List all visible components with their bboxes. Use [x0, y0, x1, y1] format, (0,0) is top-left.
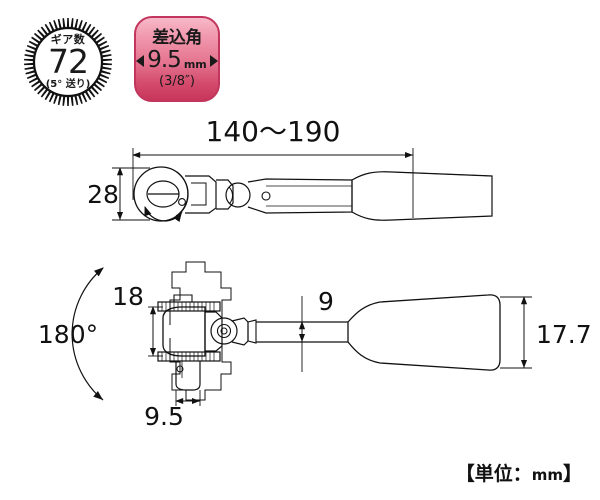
dim-text-swivel-angle: 180°	[38, 320, 98, 349]
ghost-outline-upper	[169, 261, 232, 325]
pivot-joint-icon	[225, 182, 251, 208]
unit-note-open: 【単位：	[455, 463, 532, 485]
dim-text-shaft-width: 9	[318, 287, 334, 316]
drive-badge-value: 9.5	[147, 47, 182, 73]
drive-badge-title: 差込角	[152, 28, 202, 48]
knurl-ring-top	[157, 301, 221, 312]
rotation-arrow-icon	[144, 205, 183, 223]
drive-badge-unit: mm	[183, 58, 207, 71]
dim-text-overall-length: 140〜190	[206, 115, 341, 148]
drive-badge-value-row: 9.5 mm	[136, 49, 218, 72]
unit-note: 【単位：mm】	[456, 459, 582, 486]
direction-selector-icon	[178, 198, 186, 206]
spec-badge-row: ギア数 72 (5° 送り) 差込角 9.5 mm (3/8″)	[22, 16, 220, 108]
gear-count-badge: ギア数 72 (5° 送り)	[22, 16, 114, 108]
drive-size-badge: 差込角 9.5 mm (3/8″)	[134, 16, 220, 102]
unit-note-unit: mm	[531, 466, 563, 484]
drive-badge-sub: (3/8″)	[159, 74, 195, 89]
dim-text-handle-height: 17.7	[536, 320, 592, 349]
handle-outline-side-view	[347, 294, 501, 371]
gear-badge-label: ギア数	[50, 33, 86, 47]
gear-badge-value: 72	[48, 42, 89, 82]
pivot-joint-side-icon	[210, 317, 238, 345]
shank-outline	[247, 178, 353, 214]
head-body-side	[162, 306, 206, 357]
square-drive-stub	[175, 361, 201, 391]
drive-ball-icon	[176, 365, 184, 373]
dim-text-head-height: 28	[87, 180, 119, 209]
unit-note-close: 】	[562, 463, 582, 485]
gear-badge-sub: (5° 送り)	[45, 78, 91, 90]
swivel-arc-icon	[71, 267, 104, 401]
left-arrow-icon	[136, 54, 145, 67]
handle-outline-top-view	[351, 171, 493, 221]
dim-text-head-thickness: 18	[112, 282, 144, 311]
shank-pin-icon	[261, 191, 271, 201]
knurl-ring-bottom	[157, 351, 221, 362]
dim-text-drive-width: 9.5	[144, 402, 184, 431]
gear-badge-text: ギア数 72 (5° 送り)	[46, 34, 91, 89]
right-arrow-icon	[209, 54, 218, 67]
gear-sprocket-icon	[24, 18, 112, 106]
